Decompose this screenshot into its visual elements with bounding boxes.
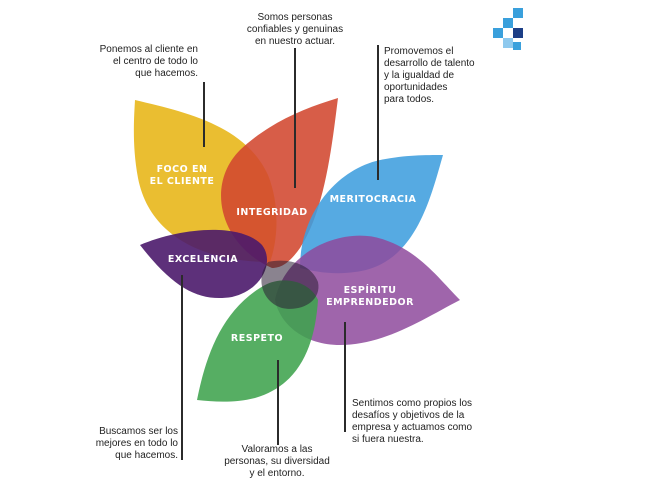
petal-label-excelencia: EXCELENCIA (167, 254, 239, 265)
petal-label-meritocracia: MERITOCRACIA (329, 194, 417, 205)
logo-square-1 (513, 8, 523, 18)
note-respeto: Valoramos a las personas, su diversidad … (224, 444, 330, 479)
petal-respeto (197, 280, 318, 402)
petal-espiritu-emprendedor (275, 235, 460, 345)
logo-square-2 (503, 18, 513, 28)
logo-square-5 (503, 38, 513, 48)
note-excelencia: Buscamos ser los mejores en todo lo que … (95, 426, 178, 461)
leader-line-respeto (277, 360, 279, 445)
logo-square-3 (493, 28, 503, 38)
logo-square-6 (513, 42, 521, 50)
petal-label-integridad: INTEGRIDAD (236, 207, 308, 218)
center-overlap (261, 260, 319, 309)
leader-line-emprendedor (344, 322, 346, 432)
petal-label-emprendedor: ESPÍRITU EMPRENDEDOR (326, 285, 414, 308)
note-foco: Ponemos al cliente en el centro de todo … (99, 44, 198, 79)
leader-line-foco (203, 82, 205, 147)
leader-line-integridad (294, 48, 296, 188)
petal-label-foco: FOCO EN EL CLIENTE (149, 164, 215, 187)
petal-excelencia (140, 229, 268, 299)
leader-line-meritocracia (377, 45, 379, 180)
brand-logo (493, 8, 533, 52)
note-meritocracia: Promovemos el desarrollo de talento y la… (384, 46, 475, 105)
leader-line-excelencia (181, 275, 183, 460)
note-integridad: Somos personas confiables y genuinas en … (246, 12, 344, 47)
logo-square-4 (513, 28, 523, 38)
note-emprendedor: Sentimos como propios los desafíos y obj… (352, 398, 473, 445)
petal-label-respeto: RESPETO (230, 333, 284, 344)
